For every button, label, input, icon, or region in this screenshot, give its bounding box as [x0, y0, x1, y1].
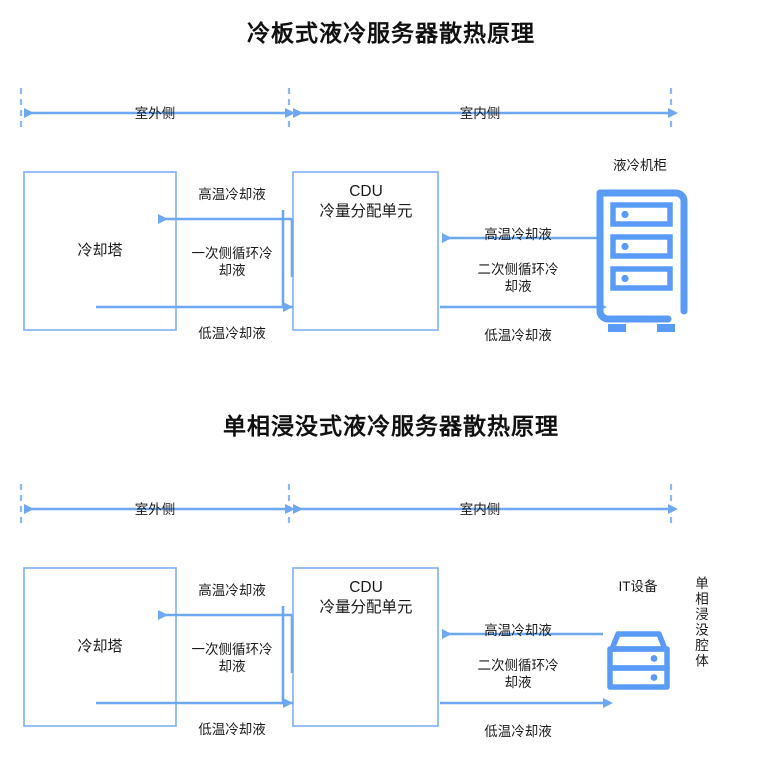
zone-label-outdoor: 室外侧: [134, 106, 176, 121]
secondary-loop-label-line1: 二次侧循环冷: [477, 658, 559, 673]
secondary-hot-label: 高温冷却液: [484, 623, 552, 638]
primary-loop-label-line2: 却液: [218, 659, 246, 674]
primary-loop-label-line2: 却液: [218, 263, 246, 278]
cdu-label-line2: 冷量分配单元: [319, 599, 413, 616]
secondary-loop-label-line1: 二次侧循环冷: [477, 262, 559, 277]
zone-label-indoor: 室内侧: [459, 106, 501, 121]
diagram-immersion-graphics: [19, 484, 678, 727]
cooling-tower-box: [23, 567, 177, 727]
it-equipment-icon: [607, 631, 670, 690]
zone-label-outdoor: 室外侧: [134, 502, 176, 517]
primary-cold-label: 低温冷却液: [198, 326, 266, 341]
cdu-label-line1: CDU: [349, 183, 383, 200]
cdu-label-line2: 冷量分配单元: [319, 203, 413, 220]
secondary-cold-label: 低温冷却液: [484, 328, 552, 343]
cdu-label-line1: CDU: [349, 579, 383, 596]
immersion-tank-label: 单相浸没腔体: [693, 576, 708, 669]
primary-loop-label-line1: 一次侧循环冷: [191, 246, 273, 261]
liquid-cooled-rack-label: 液冷机柜: [613, 158, 667, 173]
diagram-cold-plate: 冷板式液冷服务器散热原理: [19, 20, 688, 343]
zone-label-indoor: 室内侧: [459, 502, 501, 517]
secondary-loop-label-line2: 却液: [504, 279, 532, 294]
diagram-cold-plate-graphics: [19, 88, 688, 332]
primary-cold-label: 低温冷却液: [198, 722, 266, 737]
liquid-cooled-rack-icon: [596, 189, 688, 332]
diagram-immersion: 单相浸没式液冷服务器散热原理: [0, 380, 782, 758]
diagram-title-cold-plate: 冷板式液冷服务器散热原理: [247, 20, 535, 46]
secondary-hot-label: 高温冷却液: [484, 227, 552, 242]
cooling-tower-label: 冷却塔: [77, 242, 123, 259]
secondary-cold-label: 低温冷却液: [484, 724, 552, 739]
it-equipment-label: IT设备: [618, 579, 658, 594]
primary-loop-label-line1: 一次侧循环冷: [191, 642, 273, 657]
cooling-tower-label: 冷却塔: [77, 638, 123, 655]
diagram-title-immersion: 单相浸没式液冷服务器散热原理: [223, 413, 559, 439]
primary-hot-label: 高温冷却液: [198, 583, 266, 598]
cooling-tower-box: [23, 171, 177, 331]
secondary-loop-label-line2: 却液: [504, 675, 532, 690]
primary-hot-label: 高温冷却液: [198, 187, 266, 202]
